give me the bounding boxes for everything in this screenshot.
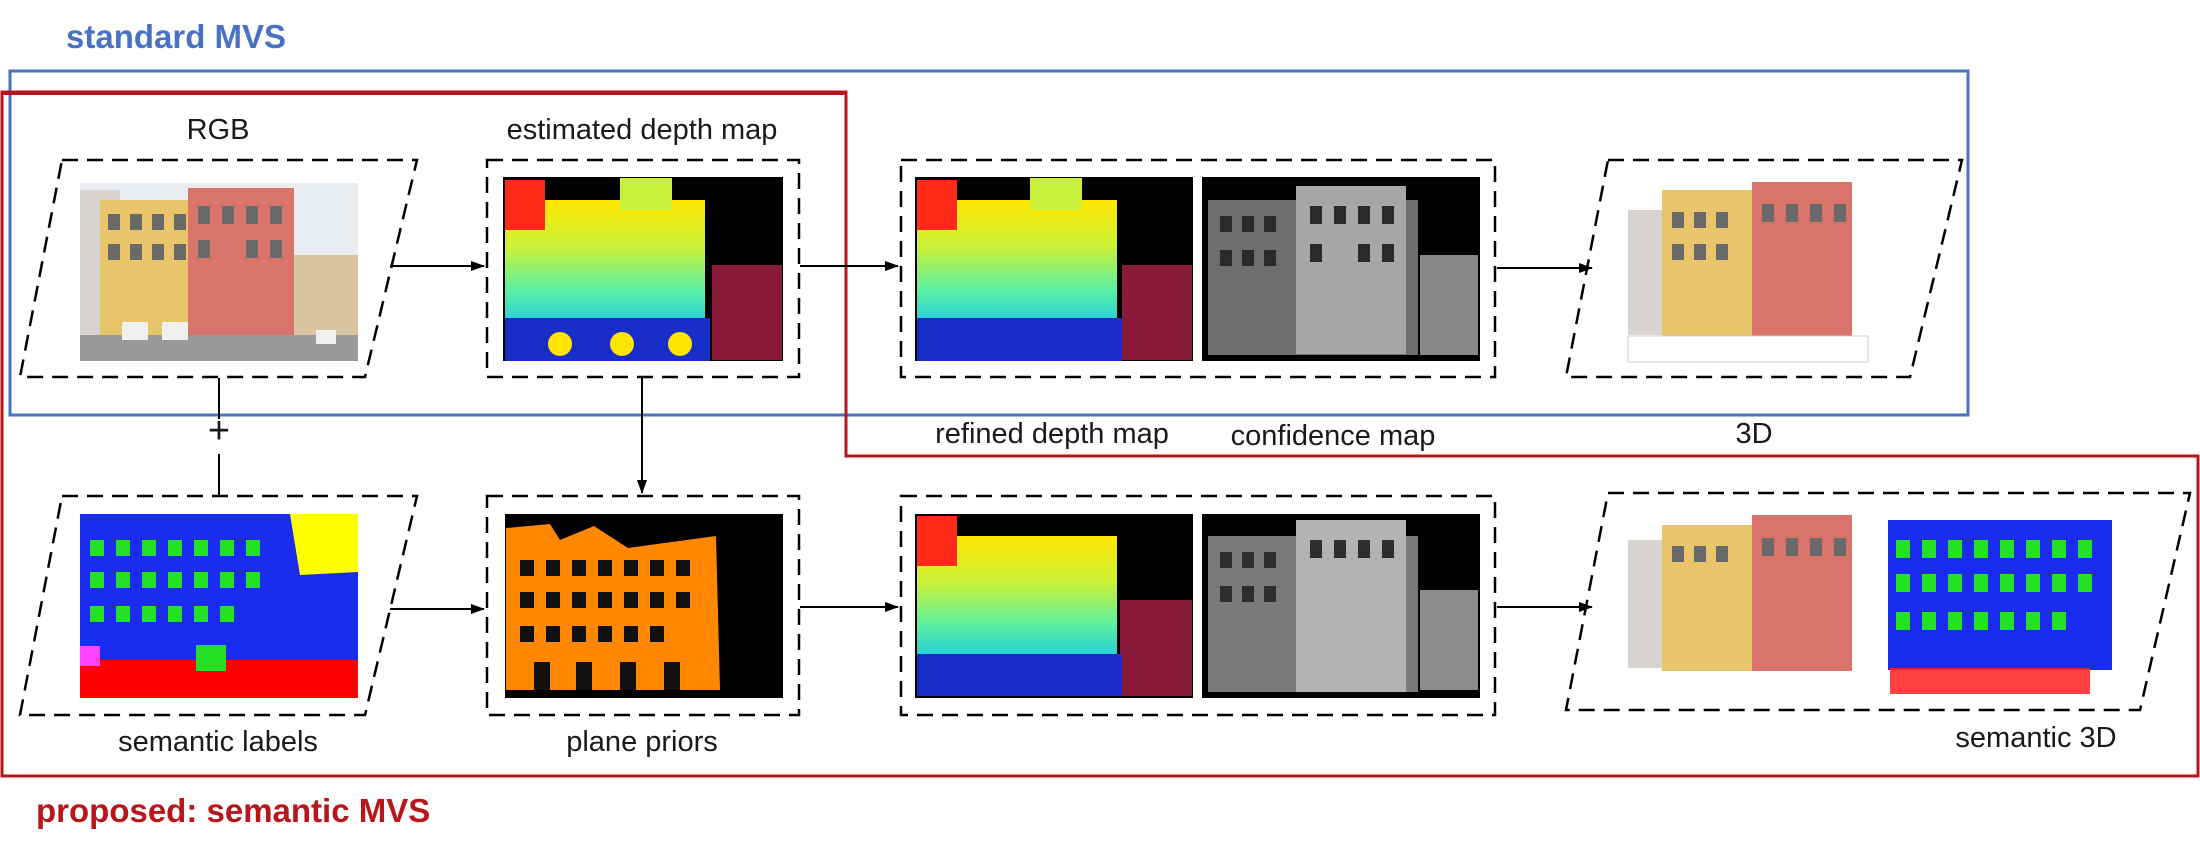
confidence-map-image bbox=[1202, 177, 1480, 361]
proposed-mvs-box bbox=[0, 90, 2200, 778]
confidence-map-image-bottom bbox=[1202, 514, 1480, 698]
estimated-depth-image bbox=[503, 177, 783, 361]
refined-depth-image bbox=[915, 177, 1193, 361]
rgb-image bbox=[80, 183, 358, 361]
estimated-depth-label: estimated depth map bbox=[506, 114, 778, 146]
rgb-label: RGB bbox=[186, 114, 250, 146]
standard-mvs-title: standard MVS bbox=[66, 18, 287, 55]
plane-priors-image bbox=[505, 514, 783, 698]
semantic-3d-label-part bbox=[1888, 520, 2112, 694]
plane-priors-frame bbox=[485, 494, 801, 717]
refined-confidence-frame-top bbox=[899, 158, 1497, 379]
refined-depth-image-bottom bbox=[915, 514, 1193, 698]
refined-confidence-frame-bottom bbox=[899, 494, 1497, 717]
confidence-map-label: confidence map bbox=[1230, 420, 1436, 452]
standard-mvs-box bbox=[8, 69, 1970, 417]
three-d-label: 3D bbox=[1735, 418, 1773, 450]
semantic-labels-label: semantic labels bbox=[118, 726, 318, 758]
estimated-depth-frame bbox=[485, 158, 801, 379]
refined-depth-label: refined depth map bbox=[935, 418, 1169, 450]
plus-sign: + bbox=[207, 410, 231, 452]
proposed-mvs-title: proposed: semantic MVS bbox=[36, 792, 431, 829]
semantic-3d-rgb-part bbox=[1628, 515, 1852, 671]
three-d-image bbox=[1627, 182, 1869, 363]
semantic-3d-label: semantic 3D bbox=[1955, 722, 2117, 754]
rgb-frame bbox=[18, 158, 419, 379]
semantic-labels-image bbox=[80, 514, 358, 698]
semantic-3d-frame bbox=[1564, 491, 2192, 712]
three-d-frame bbox=[1564, 158, 1964, 379]
semantic-labels-frame bbox=[18, 494, 419, 717]
plane-priors-label: plane priors bbox=[566, 726, 718, 758]
